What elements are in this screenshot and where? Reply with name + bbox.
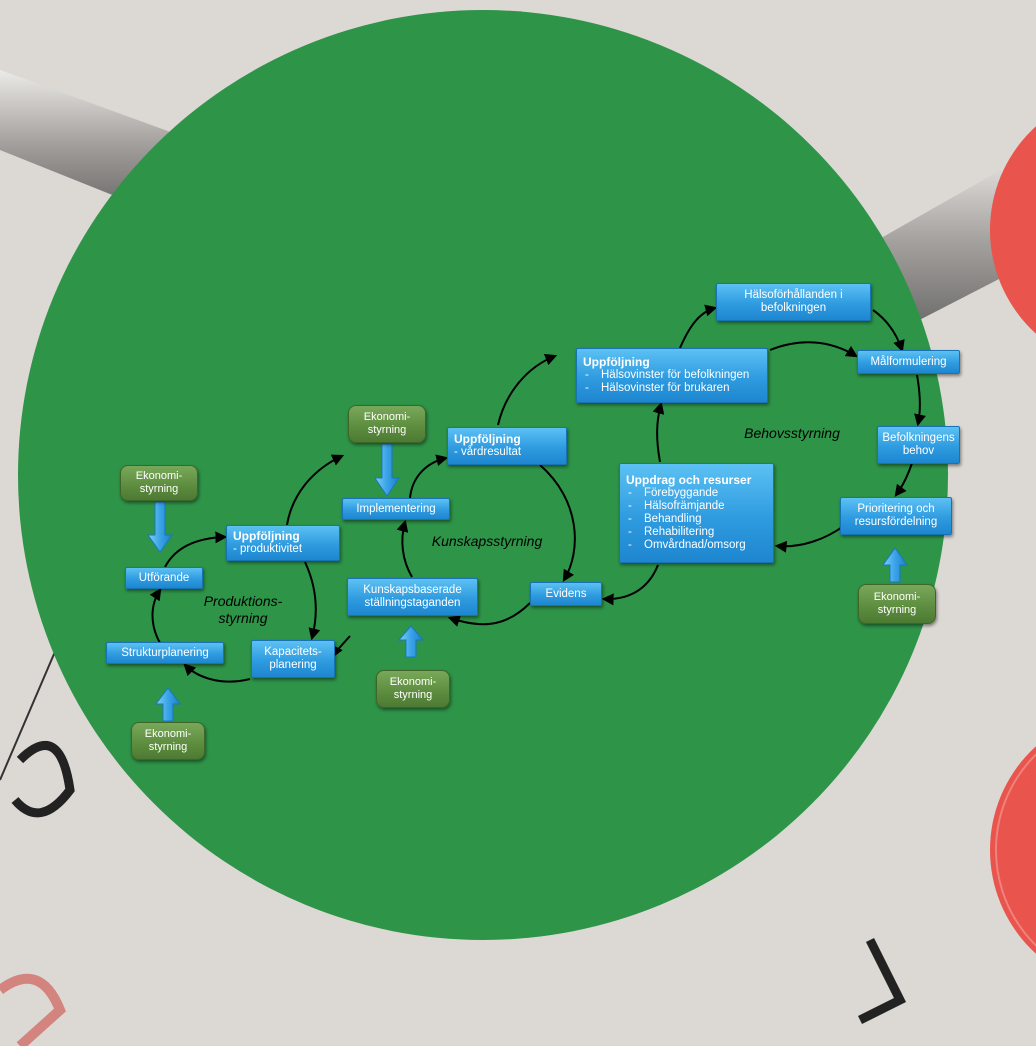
- node-befolkningens-behov: Befolkningens behov: [877, 426, 960, 464]
- arrow-implementering-to-uppfoljning-vardresultat: [409, 454, 449, 499]
- arrow-behov-to-prioritering: [894, 462, 913, 497]
- list-item: Hälsofrämjande: [626, 500, 746, 513]
- node-heading: Uppföljning: [454, 432, 521, 446]
- node-heading: Uppdrag och resurser: [626, 473, 752, 487]
- node-strukturplanering: Strukturplanering: [106, 642, 224, 664]
- arrow-uppfoljning-to-kapacitetsplanering: [304, 561, 321, 641]
- node-item-list: Hälsovinster för befolkningen Hälsovinst…: [583, 369, 749, 395]
- calendar-line: [0, 639, 61, 781]
- arrow-halsoforhallanden-to-malformulering: [872, 309, 905, 353]
- cycle-label-behovsstyrning: Behovsstyrning: [744, 425, 840, 441]
- arrow-uppdrag-to-evidens: [601, 564, 659, 606]
- arrow-evidens-to-kunskapsbaserade: [447, 602, 531, 627]
- node-heading: Uppföljning: [233, 529, 300, 543]
- red-accent-circle: [990, 126, 1036, 334]
- node-halsoforhallanden: Hälsoförhållanden i befolkningen: [716, 283, 871, 321]
- arrow-uppdrag-to-uppfoljning-halsovinster: [652, 401, 665, 463]
- arrow-uppfoljning-up-to-ekonomi: [286, 454, 345, 526]
- node-ekonomistyrning: Ekonomi- styrning: [131, 722, 205, 760]
- node-uppfoljning-halsovinster: Uppföljning Hälsovinster för befolkninge…: [576, 348, 768, 403]
- node-item-list: Förebyggande Hälsofrämjande Behandling R…: [626, 487, 746, 552]
- arrow-vardresultat-up-to-uppfoljning-halsovinster: [497, 354, 558, 426]
- red-accent-circle-outline: [995, 753, 1036, 947]
- arrow-uppfoljning-to-halsoforhallanden: [679, 304, 718, 349]
- node-subtext: - produktivitet: [233, 543, 303, 555]
- list-item: Omvårdnad/omsorg: [626, 539, 746, 552]
- node-uppdrag-och-resurser: Uppdrag och resurser Förebyggande Hälsof…: [619, 463, 774, 563]
- cycle-label-produktionsstyrning: Produktions- styrning: [203, 593, 283, 626]
- node-utforande: Utförande: [125, 567, 203, 589]
- cycle-label-kunskapsstyrning: Kunskapsstyrning: [431, 533, 543, 549]
- blue-arrow-up-icon: [155, 687, 181, 722]
- arrow-malformulering-to-befolkningens-behov: [914, 374, 926, 427]
- calendar-digit-mark: [0, 973, 66, 1046]
- node-kunskapsbaserade-stallningstaganden: Kunskapsbaserade ställningstaganden: [347, 578, 478, 616]
- node-subtext: - vårdresultat: [454, 446, 522, 458]
- list-item: Hälsovinster för brukaren: [583, 382, 749, 395]
- node-uppfoljning-vardresultat: Uppföljning - vårdresultat: [447, 427, 567, 465]
- blue-arrow-up-icon: [882, 547, 908, 583]
- arrow-uppfoljning-to-malformulering: [769, 341, 859, 358]
- calendar-digit-mark: [857, 937, 907, 1025]
- node-ekonomistyrning: Ekonomi- styrning: [376, 670, 450, 708]
- list-item: Rehabilitering: [626, 526, 746, 539]
- list-item: Behandling: [626, 513, 746, 526]
- calendar-digit-mark: [11, 741, 75, 818]
- node-ekonomistyrning: Ekonomi- styrning: [120, 465, 198, 501]
- arrow-strukturplanering-to-utforande: [149, 588, 162, 644]
- blue-arrow-down-icon: [147, 501, 173, 553]
- node-implementering: Implementering: [342, 498, 450, 520]
- arrow-utforande-to-uppfoljning-produktivitet: [164, 531, 228, 568]
- arrow-kapacitet-to-strukturplanering: [183, 663, 251, 683]
- red-accent-circle: [990, 746, 1036, 954]
- node-malformulering: Målformulering: [857, 350, 960, 374]
- node-kapacitetsplanering: Kapacitets- planering: [251, 640, 335, 678]
- arrow-kunskapsbaserade-to-kapacitet: [331, 635, 351, 659]
- arrow-kunskapsbaserade-to-implementering: [396, 519, 413, 578]
- node-evidens: Evidens: [530, 582, 602, 606]
- arrow-prioritering-to-uppdrag: [774, 524, 846, 553]
- arrow-vardresultat-to-evidens: [539, 464, 576, 583]
- node-ekonomistyrning: Ekonomi- styrning: [858, 584, 936, 624]
- node-uppfoljning-produktivitet: Uppföljning - produktivitet: [226, 525, 340, 561]
- blue-arrow-down-icon: [374, 443, 400, 497]
- list-item: Förebyggande: [626, 487, 746, 500]
- node-prioritering-resursfordelning: Prioritering och resursfördelning: [840, 497, 952, 535]
- list-item: Hälsovinster för befolkningen: [583, 369, 749, 382]
- node-heading: Uppföljning: [583, 355, 650, 369]
- blue-arrow-up-icon: [397, 625, 425, 658]
- node-ekonomistyrning: Ekonomi- styrning: [348, 405, 426, 443]
